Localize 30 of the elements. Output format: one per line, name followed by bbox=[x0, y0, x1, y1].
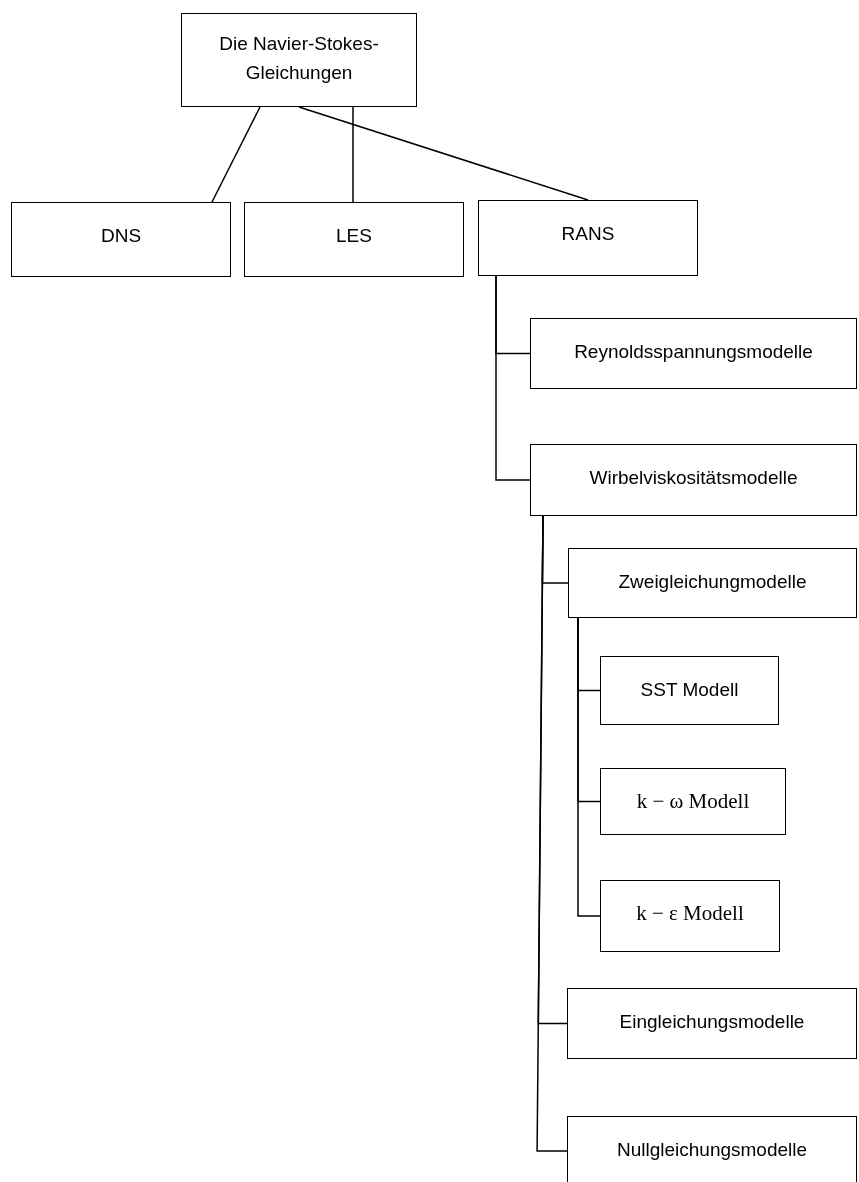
box-label: Reynoldsspannungsmodelle bbox=[574, 340, 813, 364]
box-label: Nullgleichungsmodelle bbox=[616, 1138, 808, 1162]
box bbox=[567, 988, 857, 1059]
box-label: k − ε Modell bbox=[636, 900, 744, 927]
box-label: SST Modell bbox=[640, 678, 739, 702]
box bbox=[11, 202, 231, 277]
connector-line bbox=[577, 617, 601, 917]
connector-line bbox=[536, 515, 568, 1152]
box bbox=[530, 444, 857, 516]
box-label: RANS bbox=[561, 222, 615, 246]
connector-line bbox=[352, 106, 354, 203]
connector-line bbox=[211, 106, 261, 203]
box-label: DNS bbox=[100, 224, 142, 248]
box-label: Eingleichungsmodelle bbox=[619, 1010, 805, 1034]
box bbox=[568, 548, 857, 618]
box-label: LES bbox=[336, 224, 372, 248]
box-label: Wirbelviskositätsmodelle bbox=[589, 466, 798, 490]
connector-line bbox=[495, 275, 531, 481]
box bbox=[600, 768, 786, 835]
box-label: Zweigleichungmodelle bbox=[618, 570, 807, 594]
box bbox=[567, 1116, 857, 1182]
box bbox=[530, 318, 857, 389]
box-label: k − ω Modell bbox=[636, 788, 750, 815]
connector-line bbox=[298, 106, 589, 201]
box bbox=[600, 880, 780, 952]
box bbox=[181, 13, 417, 107]
box bbox=[600, 656, 779, 725]
box bbox=[244, 202, 464, 277]
box-label: Die Navier-Stokes-Gleichungen bbox=[218, 32, 380, 85]
box bbox=[478, 200, 698, 276]
